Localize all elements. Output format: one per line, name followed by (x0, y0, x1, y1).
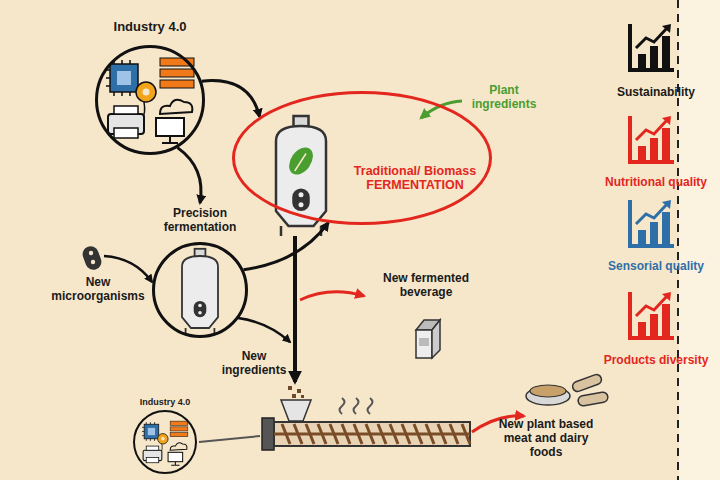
benefit-label: Products diversity (594, 354, 718, 368)
benefit-label: Sensorial quality (594, 260, 718, 274)
main-flow-arrow (293, 236, 297, 382)
flow-arrow (244, 223, 329, 270)
output-label: New fermented beverage (370, 272, 482, 300)
input-label: Plant ingredients (466, 84, 542, 112)
extruder (262, 386, 470, 450)
industry-circle: Industry 4.0 (133, 410, 197, 474)
product-label: New plant based meat and dairy foods (488, 418, 604, 459)
input-arrow (104, 256, 152, 282)
sustainability-icon (630, 24, 674, 70)
control-line (199, 436, 260, 442)
industry-icons (106, 58, 194, 143)
flow-arrow (202, 81, 260, 117)
ingredient-arrow (238, 318, 290, 342)
plant-arrow (421, 101, 462, 118)
benefit-label: Sustainability (594, 86, 718, 100)
microorganism-icon (80, 244, 103, 272)
side-panel (679, 0, 720, 480)
nutrition-icon (630, 116, 674, 162)
sensory-icon (630, 200, 674, 246)
precision-tank (182, 249, 218, 335)
industry-icons-small (142, 421, 188, 465)
node-heading: Precision fermentation (154, 207, 246, 235)
node-heading: Industry 4.0 (114, 20, 187, 35)
node-title: Traditional/ Biomass FERMENTATION (340, 164, 490, 193)
fermentation-ellipse: Traditional/ Biomass FERMENTATION (232, 91, 492, 225)
output-label: New ingredients (220, 350, 288, 378)
industry-circle: Industry 4.0 (95, 45, 205, 155)
node-heading: Industry 4.0 (140, 397, 191, 407)
milk-carton (416, 320, 440, 358)
diversity-icon (630, 292, 674, 338)
food-icons (526, 373, 609, 406)
flow-arrow (178, 148, 202, 203)
precision-circle: Precision fermentation (152, 242, 248, 338)
beverage-arrow (300, 292, 364, 300)
fermentation-tank (276, 116, 326, 236)
input-label: New microorganisms (46, 276, 150, 304)
divider-line (677, 0, 679, 480)
benefit-label: Nutritional quality (594, 176, 718, 190)
